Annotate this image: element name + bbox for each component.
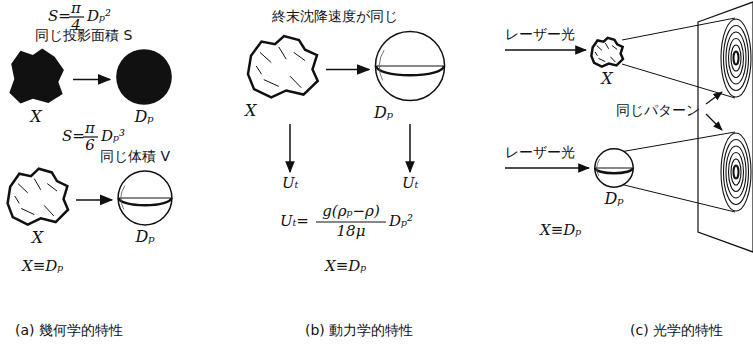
formula-text: Dₚ³ — [101, 128, 125, 145]
annotation: 同じ体積 V — [100, 148, 170, 165]
panel-caption: (b) 動力学的特性 — [305, 322, 413, 339]
annotation: 終末沈降速度が同じ — [272, 8, 398, 25]
irregular-particle: X — [245, 32, 320, 120]
formula-text: S= — [62, 128, 85, 145]
formula-text: Dₚ² — [87, 8, 111, 25]
particle-label: X — [245, 102, 320, 120]
formula-text: g(ρₚ−ρ) — [322, 203, 380, 220]
equivalent-sphere: Dₚ — [117, 170, 173, 246]
formula-text: 6 — [85, 137, 95, 154]
particle-shape — [117, 170, 173, 226]
panel-caption: (a) 幾何学的特性 — [15, 322, 123, 339]
particle-shape — [5, 165, 70, 227]
particle-label: X — [590, 70, 624, 88]
transform-arrow — [76, 199, 112, 201]
particle-shape — [245, 32, 320, 100]
annotation: 同じ投影面積 S — [35, 27, 132, 44]
scatter-cone — [622, 18, 735, 40]
annotation: 同じパターン — [616, 102, 700, 119]
leader-arrow — [706, 92, 722, 104]
formula-text: X≡Dₚ — [325, 258, 366, 275]
formula-text: 18μ — [337, 223, 366, 240]
particle-label: Dₚ — [374, 104, 446, 122]
formula-text: X≡Dₚ — [540, 222, 581, 239]
scatter-cone — [620, 184, 735, 212]
settling-arrow — [289, 124, 291, 172]
particle-label: X — [5, 229, 70, 247]
leader-arrow — [706, 114, 722, 130]
diffraction-rings — [721, 19, 751, 211]
formula-text: Uₜ — [402, 175, 418, 192]
equivalent-sphere: Dₚ — [594, 148, 634, 208]
laser-arrow — [505, 167, 589, 169]
projected-particle: X — [5, 46, 67, 126]
scatter-cone — [622, 64, 735, 98]
particle-label: X — [5, 108, 67, 126]
formula-text: Dₚ² — [389, 213, 413, 230]
irregular-particle: X — [590, 36, 624, 88]
screen — [698, 2, 753, 252]
transform-arrow — [326, 69, 369, 71]
laser-arrow — [505, 49, 586, 51]
particle-shape — [590, 36, 624, 68]
formula-text: S= — [48, 8, 71, 25]
annotation: レーザー光 — [505, 144, 575, 161]
panel-caption: (c) 光学的特性 — [630, 322, 723, 339]
annotation: レーザー光 — [505, 26, 575, 43]
irregular-particle: X — [5, 165, 70, 247]
particle-shape — [594, 148, 634, 188]
formula-text: π — [85, 120, 95, 137]
formula-text: Uₜ — [282, 175, 298, 192]
equivalent-disk: Dₚ — [115, 48, 173, 126]
formula-text: X≡Dₚ — [22, 258, 63, 275]
particle-label: Dₚ — [594, 190, 634, 208]
particle-shape — [5, 46, 67, 106]
scatter-cone — [620, 132, 735, 152]
particle-label: Dₚ — [115, 108, 173, 126]
particle-shape — [374, 30, 446, 102]
settling-arrow — [409, 124, 411, 172]
particle-label: Dₚ — [117, 228, 173, 246]
formula-text: Uₜ= — [280, 213, 309, 230]
particle-shape — [115, 48, 173, 106]
equivalent-sphere: Dₚ — [374, 30, 446, 122]
formula-text: π — [71, 0, 81, 17]
transform-arrow — [73, 79, 110, 81]
